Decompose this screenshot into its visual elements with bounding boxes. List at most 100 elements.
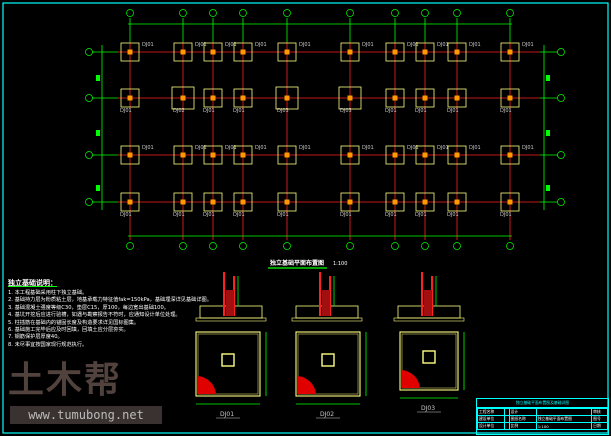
column-mark (127, 152, 133, 158)
detail-label: DJ01 (220, 411, 234, 418)
footing-dj01 (447, 145, 467, 165)
footing-dj01 (173, 192, 193, 212)
footing-label: DJ01 (469, 42, 481, 48)
footing-dj01 (500, 192, 520, 212)
axis-bubble (421, 242, 429, 250)
axis-bubble (283, 242, 291, 250)
section-cushion (195, 317, 267, 322)
notes-heading: 独立基础说明： (8, 279, 57, 287)
title-block-cell: 建设单位 (476, 415, 506, 423)
footing-label: DJ01 (120, 108, 132, 114)
footing-dj01 (120, 145, 140, 165)
title-block-cell: 独立基础平面布置图 (535, 415, 593, 423)
detail-footing-inner (401, 333, 457, 389)
dimension-mark (546, 185, 550, 191)
rebar (319, 272, 321, 316)
rebar-hatch (198, 376, 216, 394)
column-mark (454, 152, 460, 158)
plan-scale: 1:100 (333, 261, 347, 267)
title-block-cell: 审核 (591, 408, 608, 416)
footing-dj01 (233, 42, 253, 62)
footing-label: DJ01 (522, 42, 534, 48)
watermark-brand: 土木帮 (8, 360, 123, 401)
column-mark (392, 49, 398, 55)
footing-label: DJ01 (522, 145, 534, 151)
detail-footing-plan (195, 331, 261, 397)
column-mark (347, 152, 353, 158)
detail-column (221, 353, 235, 367)
column-mark (127, 49, 133, 55)
column-mark (210, 95, 216, 101)
note-line: 5. 柱插筋在基础内的锚固长度及构造要求详见国标图集。 (8, 319, 140, 326)
footing-dj01 (500, 145, 520, 165)
note-line: 4. 基坑开挖后应进行验槽，如遇与勘察报告不符时，应通知设计单位处理。 (8, 312, 181, 319)
column-mark (422, 199, 428, 205)
footing-label: DJ01 (469, 145, 481, 151)
footing-dj01 (173, 42, 193, 62)
footing-dj01 (277, 145, 297, 165)
footing-label: DJ03 (340, 108, 352, 114)
axis-bubble (346, 242, 354, 250)
footing-label: DJ01 (203, 108, 215, 114)
column-mark (180, 49, 186, 55)
footing-label: DJ01 (120, 212, 132, 218)
footing-label: DJ01 (299, 42, 311, 48)
footing-label: DJ03 (277, 108, 289, 114)
column-section (424, 290, 432, 316)
column-mark (127, 199, 133, 205)
footing-label: DJ01 (142, 145, 154, 151)
rebar-hatch (402, 370, 420, 388)
column-mark (284, 199, 290, 205)
footing-label: DJ01 (173, 212, 185, 218)
note-line: 1. 本工程基础采用柱下独立基础。 (8, 290, 88, 296)
axis-bubble (557, 48, 565, 56)
footing-label: DJ01 (233, 108, 245, 114)
axis-bubble (391, 9, 399, 17)
footing-label: DJ01 (415, 108, 427, 114)
detail-footing-plan (399, 331, 459, 391)
footing-dj01 (447, 192, 467, 212)
footing-label: DJ01 (415, 212, 427, 218)
title-block-cell (504, 422, 510, 430)
footing-label: DJ01 (500, 108, 512, 114)
axis-bubble (391, 242, 399, 250)
footing-label: DJ01 (385, 212, 397, 218)
footing-dj01 (277, 42, 297, 62)
title-block: 独立基础平面布置图及基础详图 工程名称设计审核建设单位图纸名称独立基础平面布置图… (476, 398, 609, 435)
column-mark (507, 199, 513, 205)
column-mark (422, 152, 428, 158)
footing-dj01 (203, 145, 223, 165)
footing-label: DJ01 (500, 212, 512, 218)
footing-label: DJ01 (195, 42, 207, 48)
footing-dj01 (500, 88, 520, 108)
column-mark (392, 199, 398, 205)
column-mark (347, 199, 353, 205)
plan-title: 独立基础平面布置图 (269, 259, 324, 267)
detail-footing-plan (295, 331, 361, 397)
foundation-notes: 独立基础说明： 1. 本工程基础采用柱下独立基础。2. 基础持力层为粉质粘土层，… (8, 278, 212, 349)
footing-label: DJ01 (225, 145, 237, 151)
column-mark (347, 95, 353, 101)
axis-bubble (85, 94, 93, 102)
column-mark (507, 152, 513, 158)
column-section (322, 290, 330, 316)
section-cushion (291, 317, 363, 322)
footing-dj01 (203, 42, 223, 62)
column-mark (210, 199, 216, 205)
footing-dj01 (385, 145, 405, 165)
footing-dj03 (338, 86, 362, 110)
footing-dj01 (233, 88, 253, 108)
title-block-cell: 日期 (591, 422, 608, 430)
rebar (421, 272, 423, 316)
footing-dj01 (120, 42, 140, 62)
axis-bubble (557, 198, 565, 206)
dimension-mark (96, 185, 100, 191)
title-block-title: 独立基础平面布置图及基础详图 (477, 399, 608, 408)
footing-dj01 (203, 88, 223, 108)
footing-dj03 (275, 86, 299, 110)
column-mark (180, 95, 186, 101)
axis-bubble (239, 242, 247, 250)
section-cushion (393, 317, 465, 322)
footing-dj01 (415, 145, 435, 165)
footing-label: DJ01 (299, 145, 311, 151)
